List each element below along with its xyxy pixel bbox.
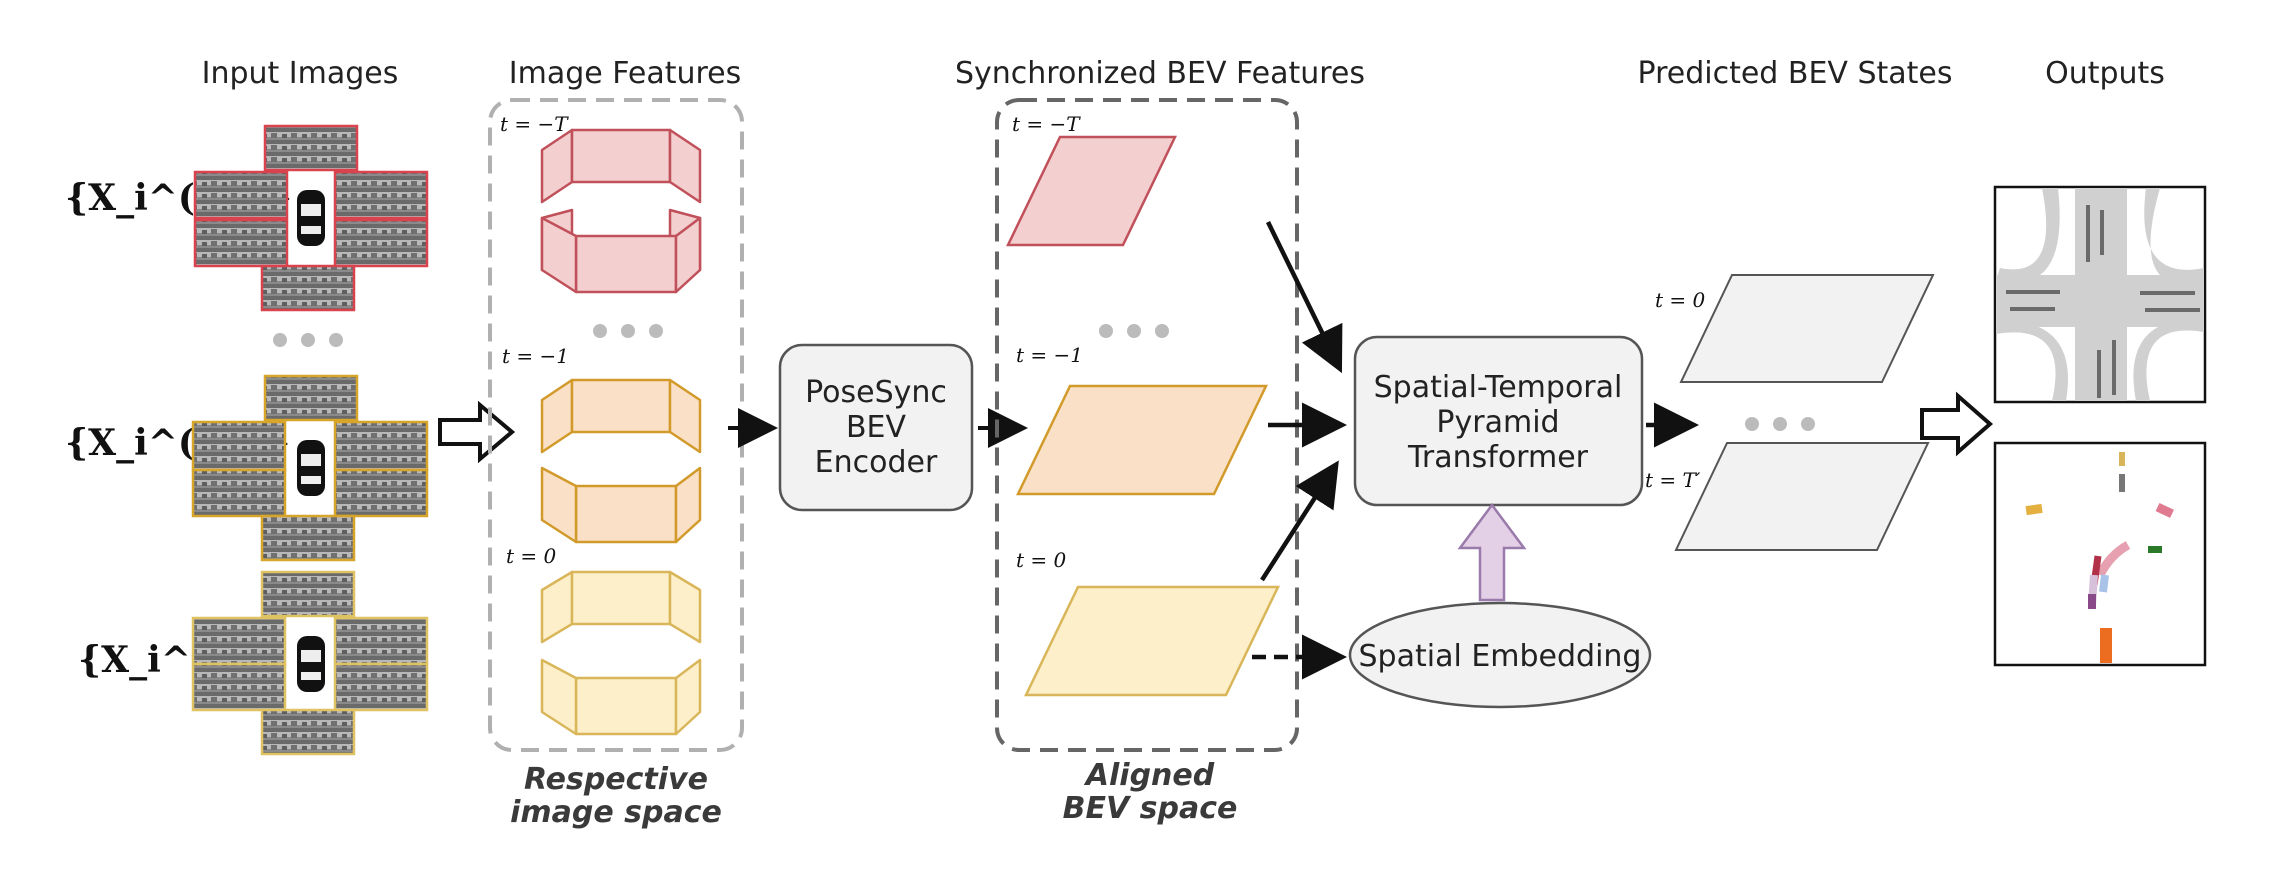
arrow — [1265, 221, 1343, 374]
arrow — [1260, 460, 1339, 582]
header-predicted-states: Predicted BEV States — [1638, 56, 1953, 91]
time-label-0: t = 0 — [506, 544, 557, 568]
caption-bev-space-1: Aligned — [1084, 758, 1215, 793]
feature-prism-minus-1 — [540, 378, 702, 544]
spatial-temporal-transformer-box — [1353, 335, 1644, 507]
caption-bev-space-2: BEV space — [1063, 791, 1238, 826]
caption-image-space-1: Respective — [524, 762, 708, 797]
time-label-minus-T: t = −T — [1012, 112, 1081, 136]
predicted-plane-tT — [1674, 442, 1930, 551]
time-label-0: t = 0 — [1655, 288, 1706, 312]
hollow-arrow-icon — [438, 400, 516, 464]
header-image-features: Image Features — [509, 56, 742, 91]
encoder-label-line2: BEV — [846, 410, 907, 445]
spatial-embedding-label: Spatial Embedding — [1359, 639, 1642, 674]
posesync-encoder-box — [778, 343, 974, 512]
bev-plane-minus-T — [1006, 135, 1177, 247]
car-icon — [297, 190, 325, 246]
feature-prism-0 — [540, 570, 702, 736]
time-label-minus-1: t = −1 — [502, 344, 569, 368]
header-sync-bev-features: Synchronized BEV Features — [955, 56, 1365, 91]
hollow-arrow-icon — [1920, 391, 1994, 457]
predicted-plane-t0 — [1679, 274, 1935, 383]
transformer-label-line1: Spatial-Temporal — [1374, 370, 1623, 405]
output-map-panel — [1993, 185, 2207, 404]
time-label-minus-1: t = −1 — [1016, 343, 1083, 367]
header-outputs: Outputs — [2045, 56, 2165, 91]
encoder-label-line3: Encoder — [815, 445, 938, 480]
spatial-embedding-ellipse — [1348, 601, 1652, 709]
transformer-label-line3: Transformer — [1407, 440, 1589, 475]
ellipsis-dots — [1099, 324, 1169, 338]
bev-plane-minus-1 — [1016, 384, 1268, 496]
caption-image-space-2: image space — [510, 795, 722, 830]
camera-grid-minus-1 — [191, 374, 429, 562]
transformer-label-line2: Pyramid — [1436, 405, 1559, 440]
ellipsis-dots — [273, 333, 343, 347]
time-label-0: t = 0 — [1016, 548, 1067, 572]
time-label-T-prime: t = T′ — [1645, 468, 1701, 492]
ellipsis-dots — [1745, 417, 1815, 431]
embedding-arrow-icon — [1457, 502, 1527, 602]
car-icon — [297, 440, 325, 496]
bev-plane-0 — [1024, 585, 1280, 697]
feature-prism-minus-T — [540, 128, 702, 294]
ellipsis-dots — [593, 324, 663, 338]
time-label-minus-T: t = −T — [500, 112, 569, 136]
camera-grid-0 — [191, 570, 429, 756]
encoder-label-line1: PoseSync — [805, 375, 947, 410]
camera-grid-minus-T — [193, 124, 429, 312]
car-icon — [297, 636, 325, 692]
header-input-images: Input Images — [202, 56, 399, 91]
output-motion-panel — [1993, 441, 2207, 667]
